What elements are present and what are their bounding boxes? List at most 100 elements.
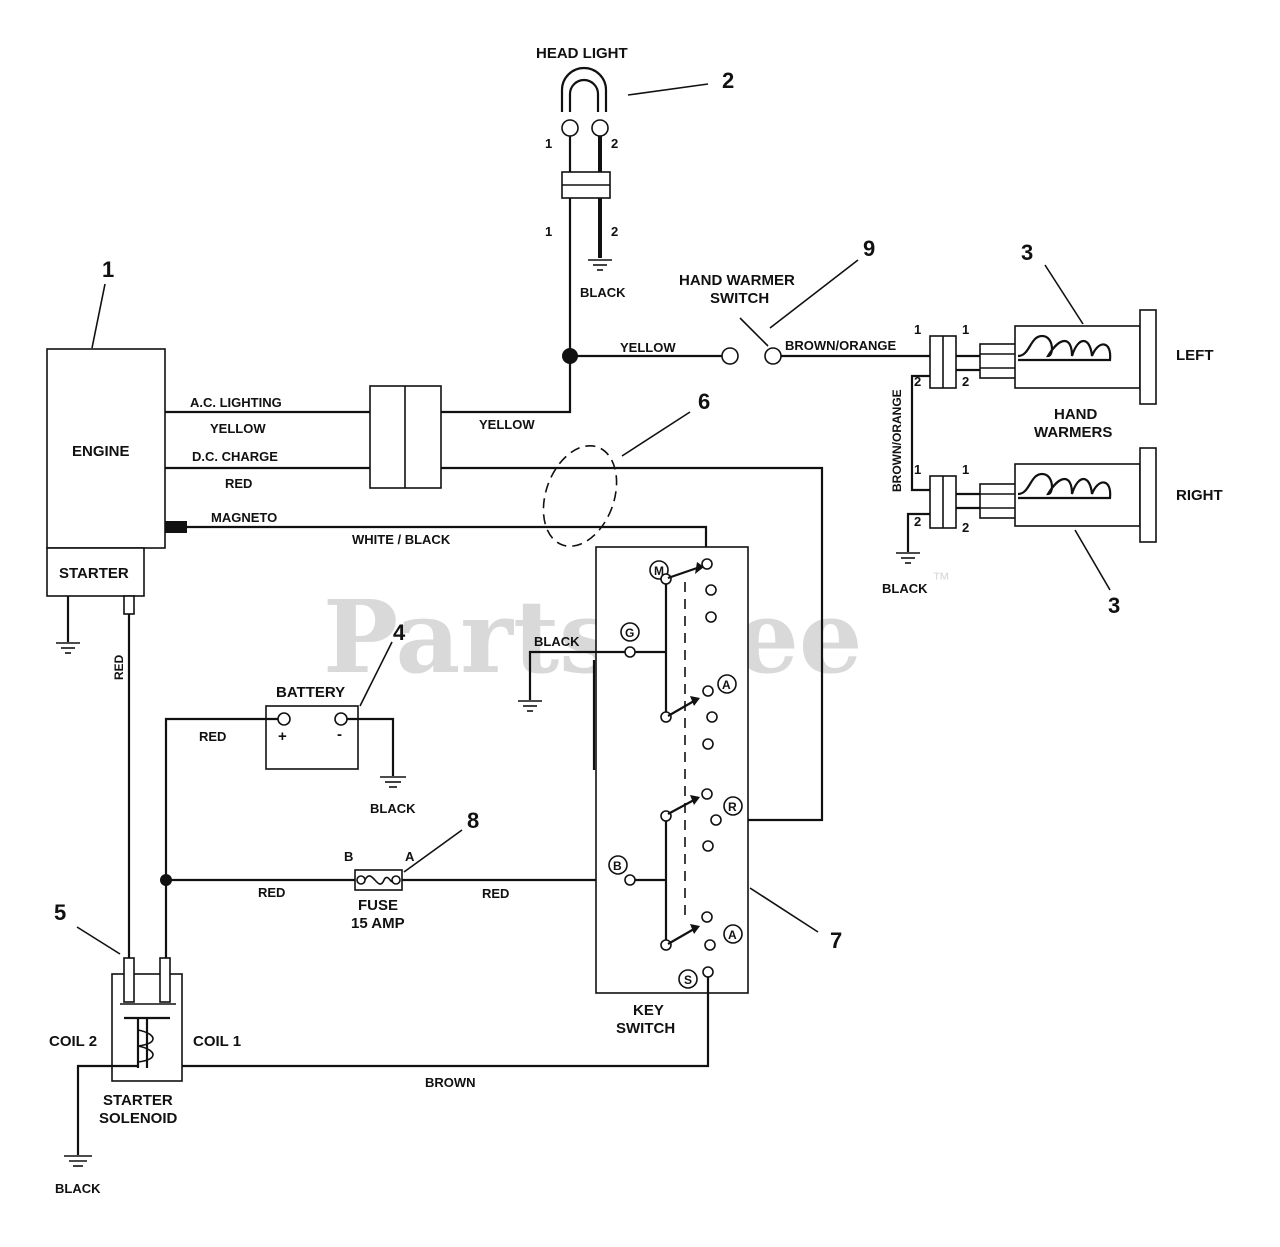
headlight-ground-label: BLACK [580,285,626,300]
yellow-label-lower: YELLOW [479,417,535,432]
contact-arm [667,928,695,945]
battery-plus: + [278,728,287,745]
solenoid-ground-label: BLACK [55,1181,101,1196]
battery-positive-terminal [277,712,291,726]
key-switch-label-1: KEY [633,1002,664,1019]
terminal-a-lower-label: A [728,928,737,942]
ground-icon [380,776,406,788]
brown-wire [180,977,710,1068]
brown-label: BROWN [425,1075,476,1090]
callout-2: 2 [722,68,734,93]
callout-1: 1 [102,257,114,282]
fuse-pin-a: A [405,849,415,864]
red-label-battery: RED [199,729,226,744]
right-conn-pin-2a: 2 [914,514,921,529]
solenoid-label-2: SOLENOID [99,1110,178,1127]
left-heating-coil [1017,334,1112,362]
hand-warmer-switch: HAND WARMER SWITCH [679,272,795,365]
left-conn-pin-2a: 2 [914,374,921,389]
left-warmer-body [1014,325,1141,389]
fuse-label-2: 15 AMP [351,915,405,932]
callout-3-upper-leader [1044,264,1084,325]
switch-terminal-in [721,347,739,365]
right-hand-warmer: RIGHT [979,447,1223,543]
arm-arrow [690,795,700,805]
right-conn-pin-1a: 1 [914,462,921,477]
starter-box [46,547,145,597]
contact [660,711,672,723]
callout-5: 5 [54,900,66,925]
callout-4: 4 [393,620,406,645]
callout-8: 8 [467,808,479,833]
battery-negative-wire [347,717,395,776]
starter-label: STARTER [59,565,129,582]
head-light-pin-2: 2 [611,136,618,151]
arm-arrow [690,696,700,706]
engine: ENGINE STARTER [46,348,187,597]
callout-9: 9 [863,236,875,261]
brown-orange-label: BROWN/ORANGE [785,338,897,353]
key-switch-body [595,546,749,994]
terminal-a-lower [723,924,743,944]
watermark-brand: PartsTree [323,578,863,696]
right-warmer-body [1014,463,1141,527]
terminal-r-label: R [728,800,737,814]
battery-ground-label: BLACK [370,801,416,816]
contact [702,966,714,978]
solenoid-post-left [123,957,135,1003]
key-switch: M G A R B A [595,546,749,1037]
contact [624,874,636,886]
red-label-starter: RED [112,654,126,680]
engine-label: ENGINE [72,443,130,460]
contact-arm [667,799,695,815]
contact [704,939,716,951]
callout-6: 6 [698,389,710,414]
head-light-label: HEAD LIGHT [536,45,628,62]
starter-post [123,595,135,615]
left-warmer-grip [1139,309,1157,405]
key-ground-label: BLACK [534,634,580,649]
white-black-label: WHITE / BLACK [352,532,451,547]
coil2-label: COIL 2 [49,1033,97,1050]
yellow-label-upper: YELLOW [620,340,676,355]
contact [702,840,714,852]
connector-pin-2: 2 [611,224,618,239]
fuse-terminal-b [356,875,366,885]
callout-3-upper: 3 [1021,240,1033,265]
terminal-r [723,796,743,816]
starter-solenoid: COIL 2 COIL 1 STARTER SOLENOID [49,957,241,1127]
head-light-terminal-1 [561,119,579,137]
solenoid-post-right [159,957,171,1003]
callout-2-leader [627,83,709,96]
contact [702,685,714,697]
contact-arm [667,700,695,717]
contact [701,788,713,800]
callout-7-leader [749,887,819,933]
solenoid-coil [137,1029,154,1063]
coil1-label: COIL 1 [193,1033,241,1050]
contact [624,646,636,658]
watermark-trademark: ™ [932,569,950,589]
callout-3-lower: 3 [1108,593,1120,618]
terminal-a-upper-label: A [722,678,731,692]
right-conn-pin-2b: 2 [962,520,969,535]
switch-terminal-out [764,347,782,365]
callout-8-leader [403,829,463,873]
contact [705,611,717,623]
right-ground-label: BLACK [882,581,928,596]
terminal-g-label: G [625,626,634,640]
ground-icon [896,552,920,564]
ground-icon [518,700,542,712]
fuse-pin-b: B [344,849,353,864]
contact [706,711,718,723]
terminal-g [620,622,640,642]
red-charge-wire [441,466,824,822]
battery-positive-wire [164,717,278,958]
head-light-terminal-2 [591,119,609,137]
dc-charge-label: D.C. CHARGE [192,449,278,464]
yellow-wire-to-junction [441,356,572,414]
terminal-b [608,855,628,875]
callout-9-leader [769,259,859,329]
callout-4-leader [359,641,393,707]
contact [701,911,713,923]
